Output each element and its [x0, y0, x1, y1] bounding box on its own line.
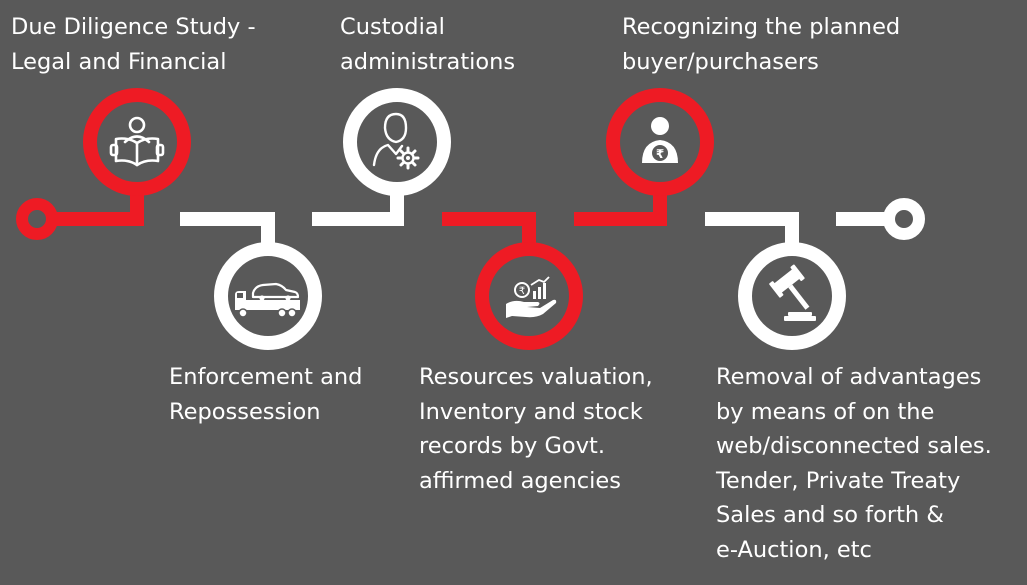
step-1-circle: [83, 88, 191, 196]
step-2-circle: [214, 242, 322, 350]
person-reading-book-icon: [109, 116, 165, 167]
timeline-segment-4: [442, 212, 536, 248]
step-5-label-line: Recognizing the planned: [622, 14, 901, 40]
step-4-label-line: records by Govt.: [419, 433, 605, 459]
rupee-hand-growth-icon: ₹: [506, 276, 557, 318]
step-4-label-line: Inventory and stock: [419, 398, 643, 425]
step-5-circle: [606, 88, 714, 196]
step-3-label-line: administrations: [340, 48, 516, 75]
step-3-label: Custodial administrations: [340, 10, 515, 79]
timeline-segment-2: [180, 212, 275, 248]
tow-truck-car-icon: [235, 282, 300, 318]
step-3-circle: [343, 88, 451, 196]
timeline-segment-3: [312, 193, 404, 226]
step-4-label-line: Resources valuation,: [419, 364, 653, 390]
svg-text:₹: ₹: [519, 286, 525, 297]
step-6-label-line: Sales and so forth &: [716, 502, 944, 528]
timeline-segment-6: [705, 212, 799, 248]
administrator-gear-icon: [372, 112, 420, 170]
timeline-end-node: [883, 198, 925, 240]
svg-text:₹: ₹: [656, 147, 664, 161]
step-6-label-line: e-Auction, etc: [716, 536, 872, 563]
step-1-label: Due Diligence Study - Legal and Financial: [11, 10, 256, 79]
step-5-label: Recognizing the planned buyer/purchasers: [622, 10, 900, 79]
auction-gavel-icon: [769, 264, 816, 321]
step-6-label-line: by means of on the: [716, 398, 935, 425]
timeline-segment-5: [574, 193, 667, 226]
step-4-label: Resources valuation, Inventory and stock r…: [419, 360, 653, 498]
step-2-label-line: Repossession: [169, 398, 321, 425]
step-6-label-line: Removal of advantages: [716, 364, 982, 390]
rupee-buyer-icon: ₹: [642, 117, 678, 163]
step-6-circle: [738, 242, 846, 350]
step-1-label-line: Due Diligence Study -: [11, 14, 256, 40]
step-6-label-line: web/disconnected sales.: [716, 433, 992, 459]
step-1-label-line: Legal and Financial: [11, 48, 227, 75]
step-2-label-line: Enforcement and: [169, 364, 363, 390]
step-3-label-line: Custodial: [340, 14, 445, 40]
step-4-label-line: affirmed agencies: [419, 467, 621, 494]
step-6-label: Removal of advantages by means of on the w…: [716, 360, 992, 567]
step-6-label-line: Tender, Private Treaty: [716, 467, 961, 494]
timeline-segment-1: [52, 193, 144, 226]
timeline-start-node: [16, 198, 58, 240]
step-5-label-line: buyer/purchasers: [622, 48, 819, 75]
step-4-circle: [475, 242, 583, 350]
